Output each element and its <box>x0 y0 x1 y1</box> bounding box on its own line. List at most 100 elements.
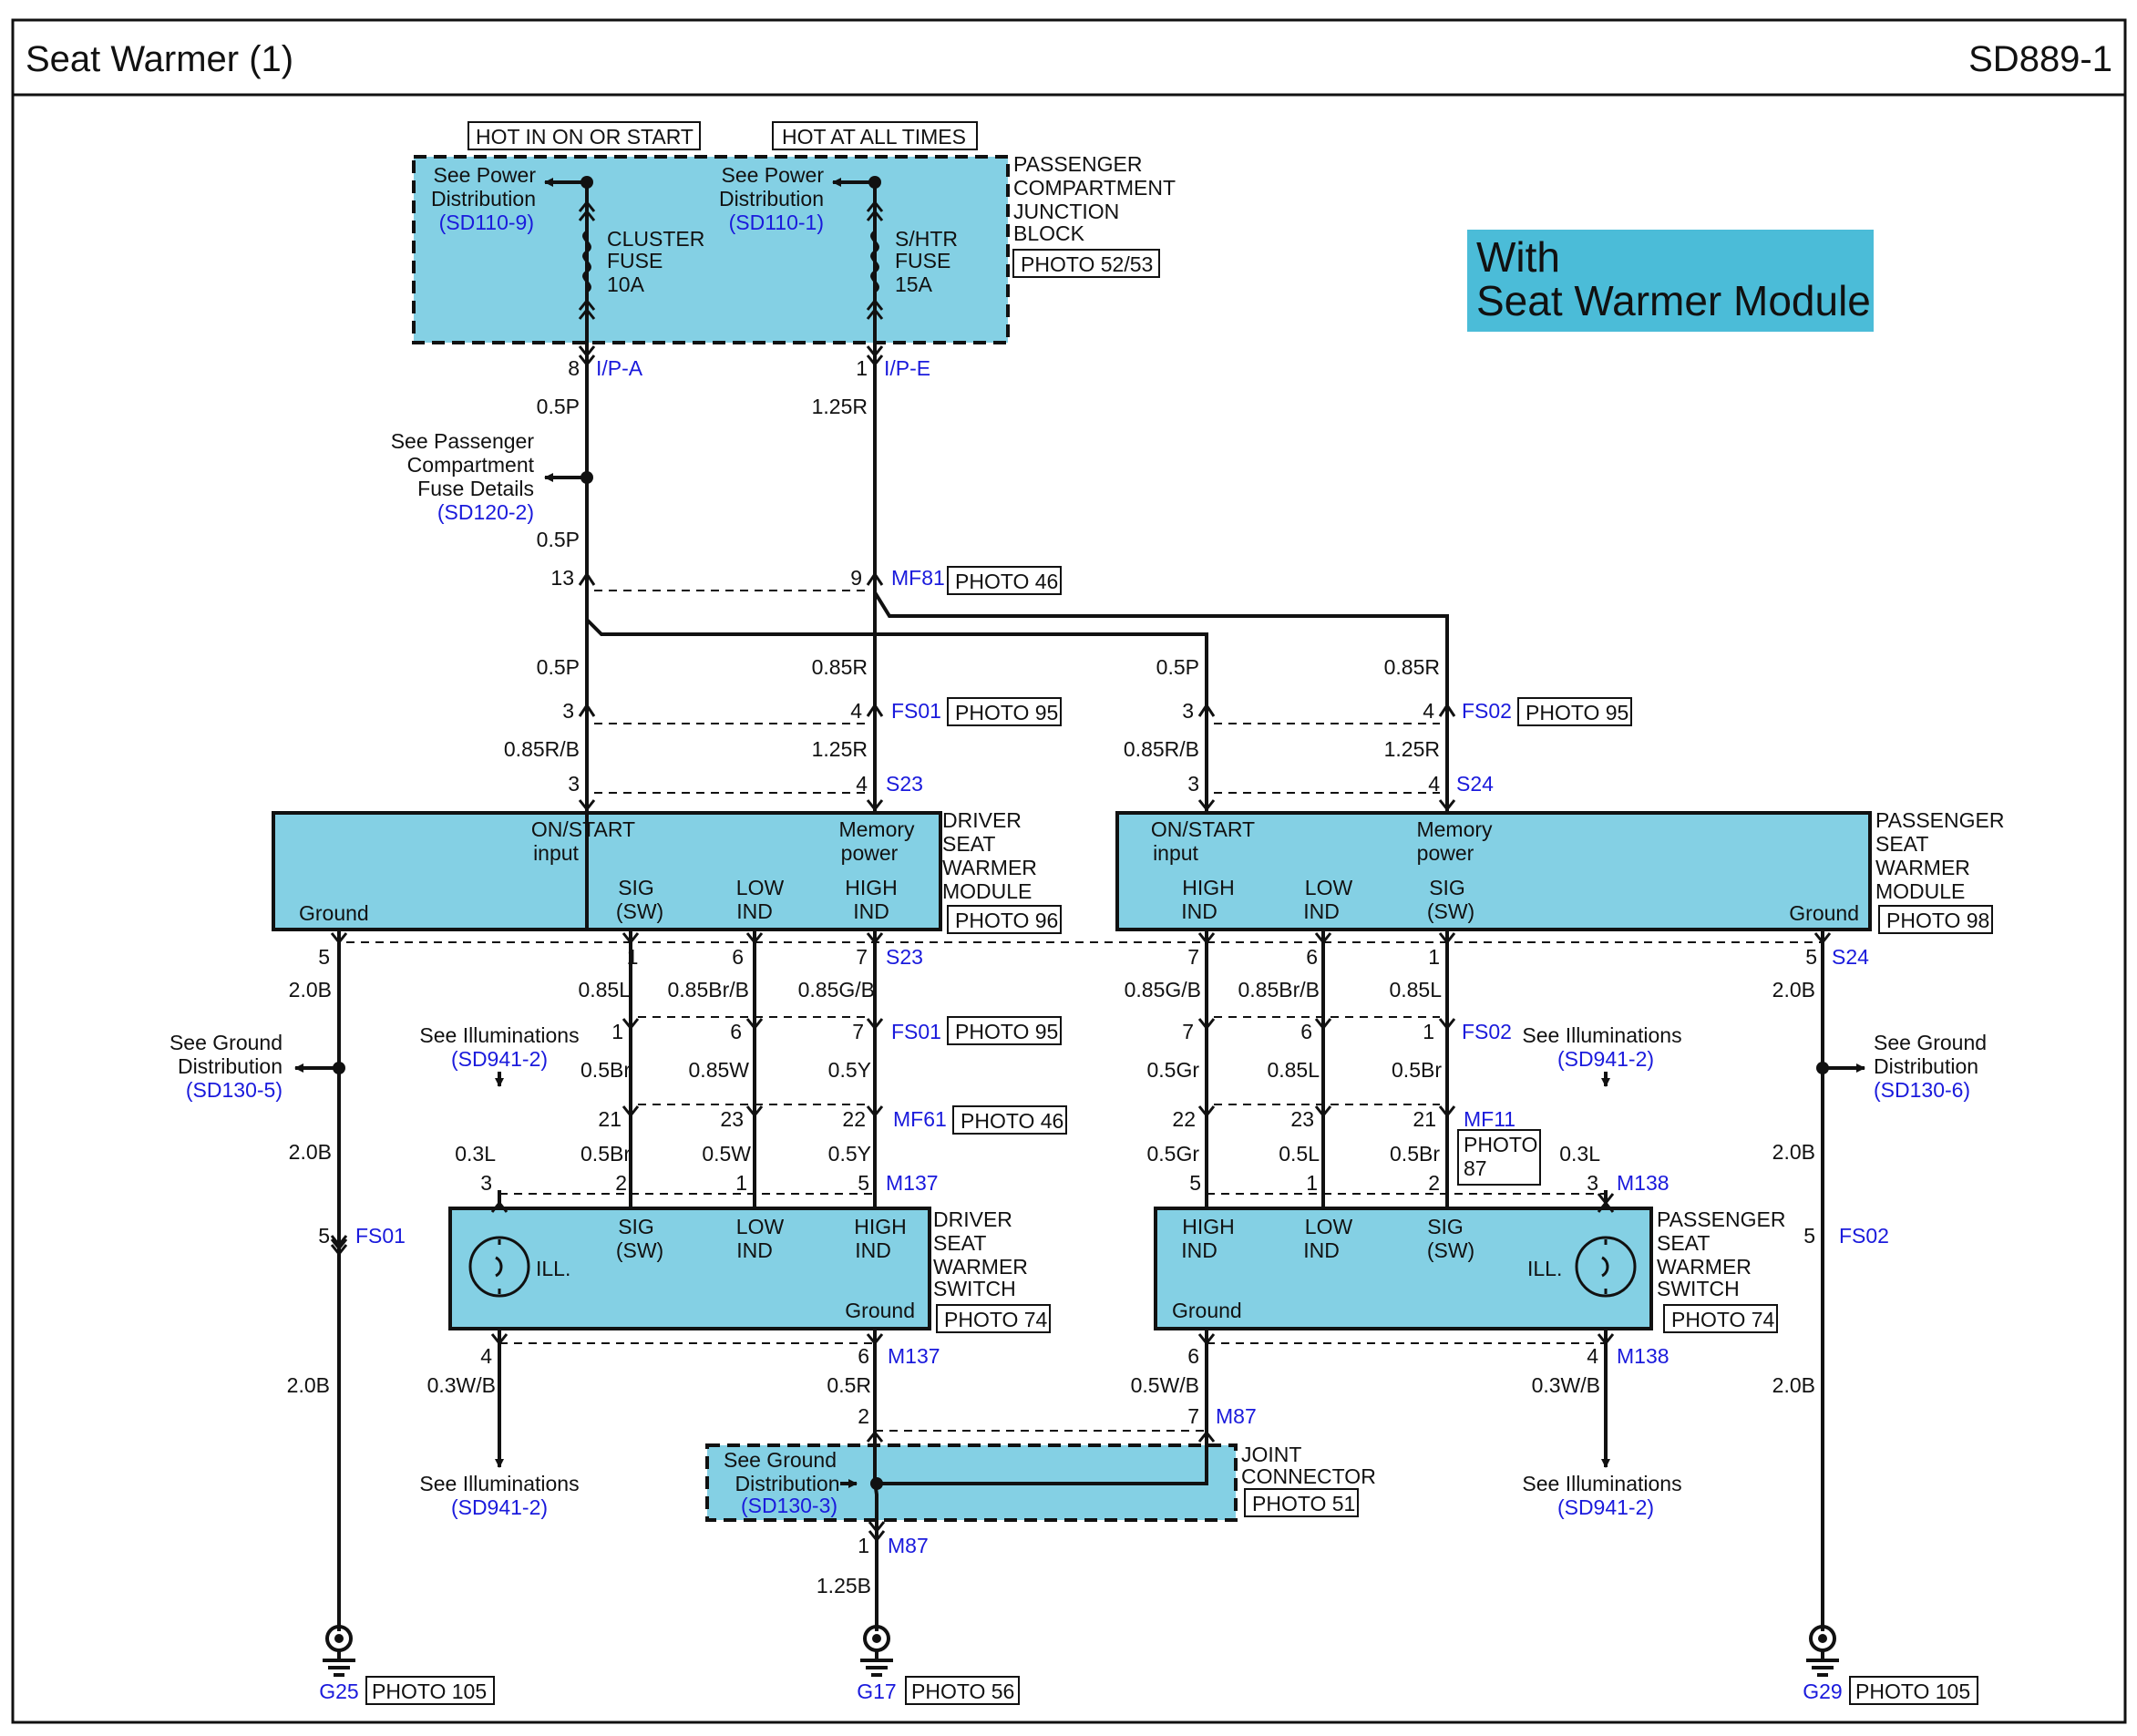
psw-low-ind: IND <box>1303 1238 1340 1262</box>
wire-085w: 0.85W <box>689 1058 750 1082</box>
pin-1-h: 1 <box>858 1534 869 1557</box>
ground-g25: G25 <box>319 1680 358 1703</box>
wire-085rb-b: 0.85R/B <box>1124 737 1199 761</box>
fuse2-l3: 15A <box>895 272 933 296</box>
wire-20b-b: 2.0B <box>1772 978 1815 1002</box>
conn-m137-a: M137 <box>886 1171 939 1195</box>
wire-125r-c: 1.25R <box>1384 737 1440 761</box>
wire-03l-a: 0.3L <box>455 1142 496 1166</box>
pas-high: HIGH <box>1182 876 1235 899</box>
pin-6-c: 6 <box>730 1020 742 1043</box>
pin-23-a: 23 <box>720 1107 744 1131</box>
see-ground-6b: Distribution <box>1874 1054 1978 1078</box>
conn-s23-b: S23 <box>886 945 923 969</box>
ref-sd110-1: (SD110-1) <box>729 211 824 234</box>
joint-name-2: CONNECTOR <box>1241 1464 1376 1488</box>
wire-05y-b: 0.5Y <box>828 1142 871 1166</box>
dashed-connector-links <box>346 590 1823 1432</box>
see-power-2a: See Power <box>721 163 824 187</box>
pin-22-a: 22 <box>842 1107 866 1131</box>
photo-96: PHOTO 96 <box>955 909 1058 932</box>
pin-1-e: 1 <box>1423 1020 1434 1043</box>
pin-1-ipe: 1 <box>856 356 868 380</box>
splice-dots <box>333 176 1829 1490</box>
wire-085rb-a: 0.85R/B <box>504 737 580 761</box>
see-power-2b: Distribution <box>719 187 824 211</box>
wire-20b-d: 2.0B <box>1772 1140 1815 1164</box>
photo-52-53: PHOTO 52/53 <box>1021 252 1153 276</box>
pas-memory: Memory <box>1416 817 1493 841</box>
pin-7-c: 7 <box>852 1020 864 1043</box>
fuse2-l1: S/HTR <box>895 227 958 251</box>
conn-fs01-a: FS01 <box>891 699 941 723</box>
pas-low: LOW <box>1305 876 1353 899</box>
conn-mf81: MF81 <box>891 566 945 590</box>
photo-51: PHOTO 51 <box>1252 1492 1355 1515</box>
photo-87-b: 87 <box>1464 1156 1487 1180</box>
wire-085r-b: 0.85R <box>1384 655 1440 679</box>
ref-sd941-2-d: (SD941-2) <box>1557 1495 1654 1519</box>
drv-sig: SIG <box>618 876 654 899</box>
see-ground-5a: See Ground <box>170 1031 283 1054</box>
conn-fs01-b: FS01 <box>891 1020 941 1043</box>
pin-1-g: 1 <box>1306 1171 1318 1195</box>
pin-6-d: 6 <box>1300 1020 1312 1043</box>
pin-5-c: 5 <box>858 1171 869 1195</box>
wire-03l-b: 0.3L <box>1559 1142 1600 1166</box>
drv-ground: Ground <box>299 901 369 925</box>
conn-mf11: MF11 <box>1464 1107 1515 1131</box>
ref-sd110-9: (SD110-9) <box>439 211 534 234</box>
wire-05gr-b: 0.5Gr <box>1146 1142 1199 1166</box>
pin-4-f: 4 <box>1587 1344 1598 1368</box>
wire-05br-a: 0.5Br <box>580 1058 631 1082</box>
photo-105-b: PHOTO 105 <box>1855 1680 1970 1703</box>
wire-20b-f: 2.0B <box>1772 1373 1815 1397</box>
junction-block <box>412 155 1010 344</box>
drv-high-ind: IND <box>853 899 889 923</box>
wire-05l: 0.5L <box>1279 1142 1320 1166</box>
variant-tag <box>1467 230 1874 332</box>
wire-05gr-a: 0.5Gr <box>1146 1058 1199 1082</box>
dsw-high: HIGH <box>854 1215 907 1238</box>
label-boxes <box>365 121 1993 1705</box>
diagram-title: Seat Warmer (1) <box>26 39 293 79</box>
pin-6-b: 6 <box>1306 945 1318 969</box>
pin-5-a: 5 <box>318 945 330 969</box>
ground-dots <box>334 1634 1827 1643</box>
pin-2-b: 2 <box>1428 1171 1440 1195</box>
component-fills <box>272 155 1872 1522</box>
photo-95-c: PHOTO 95 <box>955 1020 1058 1043</box>
conn-fs01-c: FS01 <box>355 1224 406 1248</box>
pin-6-f: 6 <box>1187 1344 1199 1368</box>
photo-46-b: PHOTO 46 <box>961 1109 1063 1133</box>
wire-20b-e: 2.0B <box>287 1373 330 1397</box>
photo-74-a: PHOTO 74 <box>944 1308 1048 1331</box>
wire-05br-b: 0.5Br <box>1392 1058 1442 1082</box>
ref-sd941-2-a: (SD941-2) <box>451 1047 548 1071</box>
wire-05r: 0.5R <box>827 1373 871 1397</box>
wire-125r-a: 1.25R <box>812 395 868 418</box>
variant-tag-line2: Seat Warmer Module <box>1476 277 1871 324</box>
photo-46-a: PHOTO 46 <box>955 570 1058 593</box>
drv-low: LOW <box>736 876 785 899</box>
pin-4-e: 4 <box>480 1344 492 1368</box>
wire-125b: 1.25B <box>817 1574 871 1597</box>
dsw-low-ind: IND <box>736 1238 773 1262</box>
drv-mod-name-2: SEAT <box>942 832 995 856</box>
ref-sd941-2-b: (SD941-2) <box>1557 1047 1654 1071</box>
driver-seat-warmer-switch <box>448 1207 931 1330</box>
fuse1-l1: CLUSTER <box>607 227 704 251</box>
photo-74-b: PHOTO 74 <box>1671 1308 1775 1331</box>
psw-sig: SIG <box>1427 1215 1464 1238</box>
wire-03wb-b: 0.3W/B <box>1532 1373 1600 1397</box>
pas-input: input <box>1153 841 1198 865</box>
pin-5-b: 5 <box>1805 945 1817 969</box>
dsw-high-ind: IND <box>855 1238 891 1262</box>
conn-m87-a: M87 <box>1216 1404 1257 1428</box>
pin-6-e: 6 <box>858 1344 869 1368</box>
wire-05p-c: 0.5P <box>537 655 580 679</box>
photo-98: PHOTO 98 <box>1886 909 1989 932</box>
conn-fs02-c: FS02 <box>1839 1224 1889 1248</box>
fuse-detail-1: See Passenger <box>391 429 535 453</box>
